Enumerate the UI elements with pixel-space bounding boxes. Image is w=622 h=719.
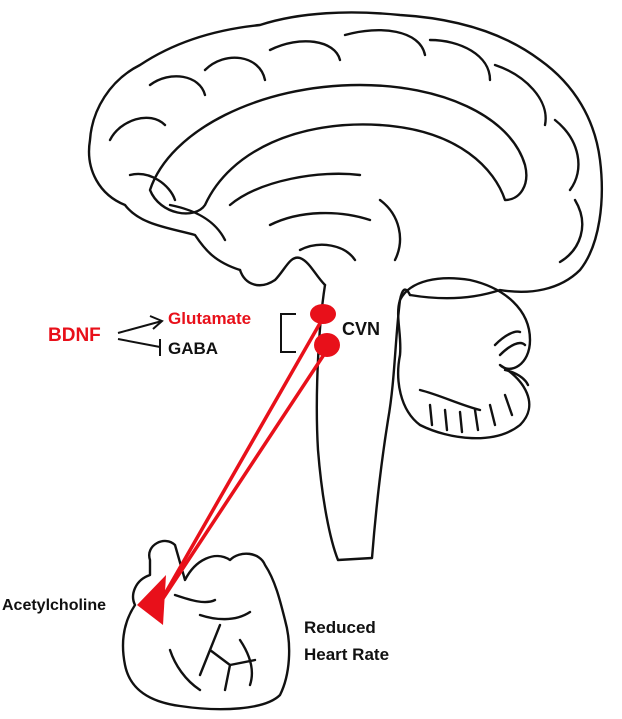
bdnf-label: BDNF (48, 325, 101, 346)
bdnf-inhibitory-line (117, 338, 161, 348)
gaba-label: GABA (168, 339, 219, 358)
corpus-callosum (148, 83, 528, 215)
bdnf-excitatory-arrow (117, 320, 163, 334)
cvn-label: CVN (342, 319, 381, 339)
acetylcholine-terminal-arrowhead (137, 575, 166, 625)
diencephalon-lines (228, 172, 402, 262)
cerebellum-outline (396, 277, 532, 440)
cvn-neuron-lower (314, 333, 340, 357)
vagal-projection-1 (156, 317, 325, 607)
reduced-heart-rate-line1: Reduced (304, 618, 376, 637)
heart-outline (121, 539, 291, 711)
vagal-projection-2 (156, 349, 329, 607)
glutamate-label: Glutamate (168, 309, 252, 328)
reduced-heart-rate-line2: Heart Rate (304, 645, 390, 664)
bdnf-excitatory-arrowhead (149, 315, 164, 330)
brain-drawing (87, 11, 603, 562)
cerebrum-outline (87, 11, 603, 300)
cvn-bracket (280, 313, 296, 353)
hypothalamus-outline (238, 256, 327, 287)
cerebellum-folia (418, 330, 530, 434)
cvn-neuron-upper (310, 304, 336, 324)
gyri-lines (108, 29, 584, 264)
heart-vessels (168, 593, 257, 692)
heart-drawing (121, 539, 291, 711)
acetylcholine-label: Acetylcholine (2, 597, 107, 614)
